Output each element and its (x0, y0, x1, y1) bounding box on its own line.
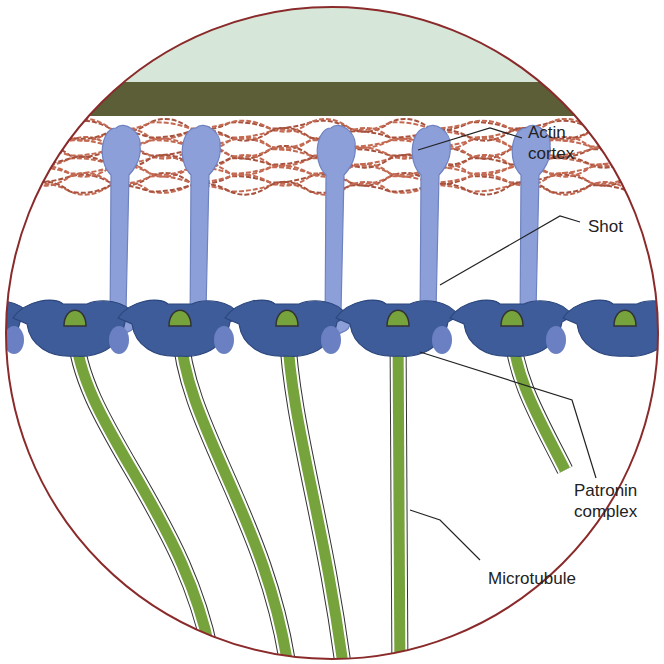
patronin-complex (450, 300, 572, 356)
microtubules (75, 330, 565, 664)
patronin-subunit (214, 326, 234, 354)
patronin-complex (336, 300, 458, 356)
leader-line (440, 216, 580, 285)
patronin-complex (225, 300, 347, 356)
structure-label: Actin cortex (528, 122, 598, 164)
patronin-subunit (659, 326, 664, 354)
patronin-subunit (109, 326, 129, 354)
leader-line (410, 510, 480, 560)
microtubule-outline (180, 330, 290, 664)
microtubule-edge (287, 330, 345, 664)
patronin-complex (13, 300, 135, 356)
microtubule (287, 330, 345, 664)
patronin-subunit (546, 326, 566, 354)
protein-label: Shot (588, 216, 648, 237)
leader-lines (410, 128, 596, 560)
zoom-circle (6, 7, 658, 659)
patronin-complex (563, 300, 664, 356)
microtubule (180, 330, 290, 664)
microtubule (398, 330, 400, 664)
patronin-complex (118, 300, 240, 356)
plasma-membrane (0, 82, 664, 116)
microtubule-outline (287, 330, 345, 664)
microtubule-edge (180, 330, 290, 664)
leader-line (418, 128, 522, 150)
microtubule-end (169, 310, 191, 326)
microtubule-end (387, 310, 409, 326)
microtubule-end (614, 310, 636, 326)
microtubule-end (501, 310, 523, 326)
microtubule-end (276, 310, 298, 326)
leader-line (420, 352, 596, 478)
patronin-subunit (432, 326, 452, 354)
microtubule-edge (398, 330, 400, 664)
structure-label: Microtubule (488, 568, 608, 589)
patronin-subunit (321, 326, 341, 354)
protein-label: Patronin complex (574, 480, 656, 522)
microtubule-end (64, 310, 86, 326)
patronin-complexes (0, 300, 664, 356)
microtubule-outline (398, 330, 400, 664)
membrane-outside (0, 0, 664, 82)
